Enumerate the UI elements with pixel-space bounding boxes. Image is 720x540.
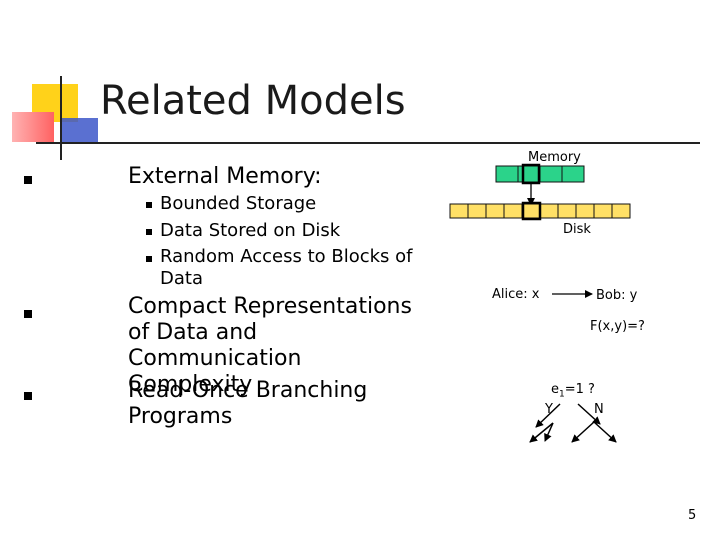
disk-row: [449, 201, 631, 221]
sub-bullet-square: [146, 229, 152, 235]
sub-bullet-square: [146, 202, 152, 208]
bullet-external-memory: External Memory:: [128, 164, 322, 189]
title-underline: [36, 142, 700, 144]
sub-bullet-bounded-storage: Bounded Storage: [160, 193, 317, 214]
sub-bullet-random-access: Random Access to Blocks of Data: [160, 246, 413, 289]
disk-head-cell: [521, 201, 542, 221]
function-label: F(x,y)=?: [590, 319, 645, 334]
branch-node-label: e1=1 ?: [551, 382, 595, 400]
logo-blue-square: [60, 118, 98, 144]
logo-vertical-line: [60, 76, 62, 160]
disk-label: Disk: [563, 222, 591, 237]
logo-red-square: [12, 112, 54, 142]
bullet-read-once: Read-Once Branching Programs: [128, 378, 368, 429]
yes-branch-label: Y: [545, 402, 553, 417]
alice-label: Alice: x: [492, 287, 540, 302]
bullet-square: [24, 310, 32, 318]
bullet-square: [24, 392, 32, 400]
page-number: 5: [688, 508, 697, 523]
bullet-compact-representations: Compact Representations of Data and Comm…: [128, 294, 412, 397]
bob-label: Bob: y: [596, 288, 638, 303]
memory-row: [495, 163, 585, 185]
branching-tree: [529, 403, 617, 443]
sub-bullet-square: [146, 256, 152, 262]
memory-label: Memory: [528, 150, 581, 165]
bullet-square: [24, 176, 32, 184]
no-branch-label: N: [594, 402, 604, 417]
slide-title: Related Models: [100, 78, 406, 124]
sub-bullet-data-stored: Data Stored on Disk: [160, 220, 341, 241]
